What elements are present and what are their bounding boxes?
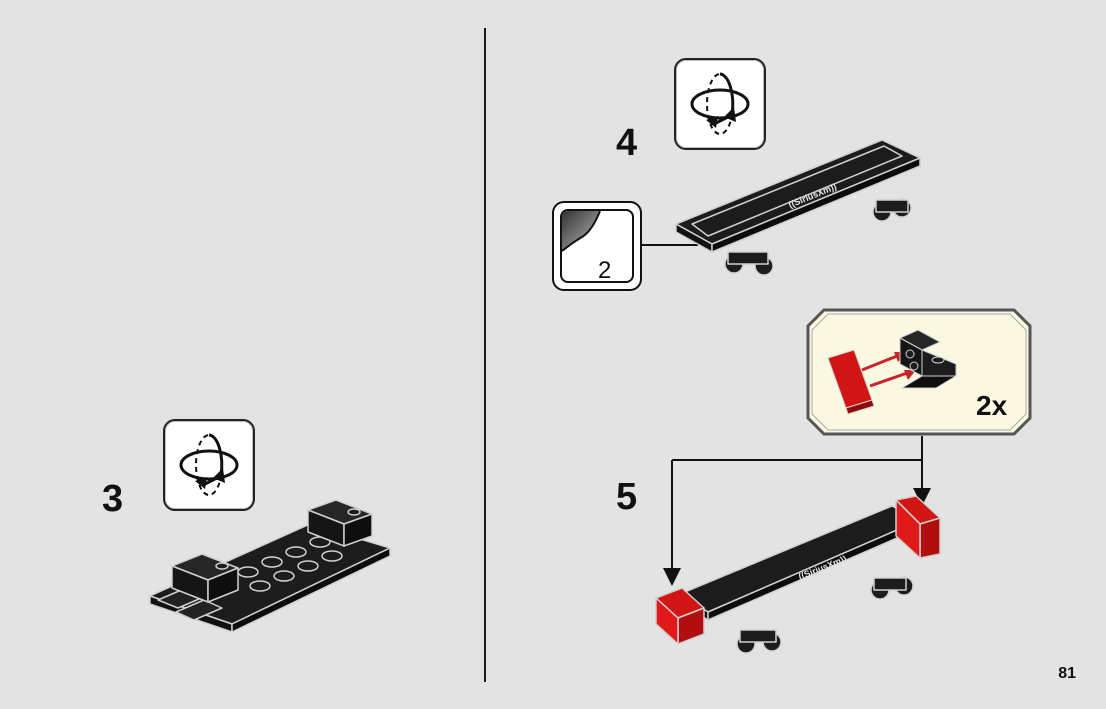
step-5-model: ((SiriusXm)) [652, 496, 944, 660]
step-3-model [140, 496, 400, 646]
page-number: 81 [1058, 665, 1076, 683]
step-5-number: 5 [616, 478, 637, 516]
step-4-model: ((SiriusXm)) [672, 136, 922, 286]
callout-inner-frame: 2 [560, 209, 634, 283]
rotate-icon [676, 60, 764, 148]
step-4-sub-assembly-callout: 2 [552, 201, 642, 291]
page-divider [484, 28, 486, 682]
parts-count: 2x [976, 390, 1007, 422]
callout-count: 2 [598, 257, 611, 283]
step-3-number: 3 [102, 480, 123, 518]
page-curl-icon [562, 211, 632, 281]
step-4-number: 4 [616, 124, 637, 162]
